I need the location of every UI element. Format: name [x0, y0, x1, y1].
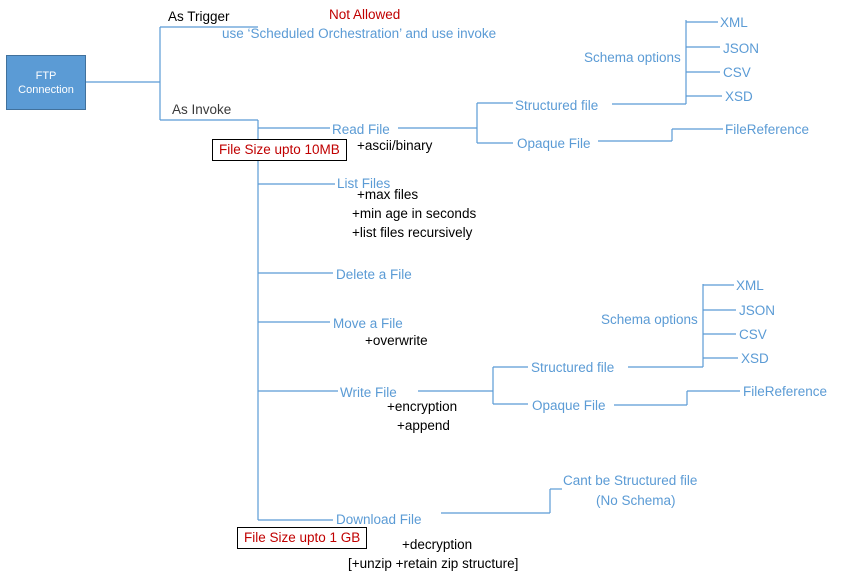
download-decryption-option: +decryption	[402, 537, 473, 552]
read-size-limit-box: File Size upto 10MB	[212, 139, 347, 161]
read-file-reference: FileReference	[725, 122, 810, 137]
write-structured-file: Structured file	[531, 360, 615, 375]
as-trigger-label: As Trigger	[168, 9, 230, 24]
write-option-encryption: +encryption	[387, 399, 458, 414]
read-schema-xml: XML	[720, 15, 748, 30]
ftp-connection-node: FTP Connection	[6, 55, 86, 110]
write-option-append: +append	[397, 418, 450, 433]
write-schema-xml: XML	[736, 278, 764, 293]
list-option-min-age: +min age in seconds	[352, 206, 477, 221]
root-label-line1: FTP	[35, 69, 57, 82]
as-invoke-label: As Invoke	[172, 102, 232, 117]
download-no-schema-note: (No Schema)	[596, 493, 676, 508]
download-file-label: Download File	[336, 512, 422, 527]
write-schema-json: JSON	[739, 303, 776, 318]
write-file-label: Write File	[340, 385, 397, 400]
list-option-max-files: +max files	[357, 187, 419, 202]
download-no-structure-note: Cant be Structured file	[563, 473, 698, 488]
write-file-reference: FileReference	[743, 384, 828, 399]
read-schema-json: JSON	[723, 41, 760, 56]
read-structured-file: Structured file	[515, 98, 599, 113]
read-schema-options: Schema options	[584, 50, 681, 65]
not-allowed-label: Not Allowed	[329, 7, 401, 22]
read-schema-xsd: XSD	[725, 89, 753, 104]
read-opaque-file: Opaque File	[517, 136, 591, 151]
write-schema-xsd: XSD	[741, 351, 769, 366]
read-schema-csv: CSV	[723, 65, 751, 80]
move-overwrite-option: +overwrite	[365, 333, 428, 348]
download-unzip-option: [+unzip +retain zip structure]	[348, 556, 519, 571]
list-option-recursive: +list files recursively	[352, 225, 473, 240]
write-schema-csv: CSV	[739, 327, 767, 342]
write-opaque-file: Opaque File	[532, 398, 606, 413]
download-size-limit-box: File Size upto 1 GB	[237, 527, 368, 549]
list-files-label: List Files	[337, 176, 391, 191]
trigger-note: use ‘Scheduled Orchestration’ and use in…	[222, 26, 497, 41]
root-label-line2: Connection	[18, 83, 74, 96]
write-schema-options: Schema options	[601, 312, 698, 327]
delete-file-label: Delete a File	[336, 267, 412, 282]
read-file-label: Read File	[332, 122, 390, 137]
move-file-label: Move a File	[333, 316, 403, 331]
read-ascii-option: +ascii/binary	[357, 138, 433, 153]
